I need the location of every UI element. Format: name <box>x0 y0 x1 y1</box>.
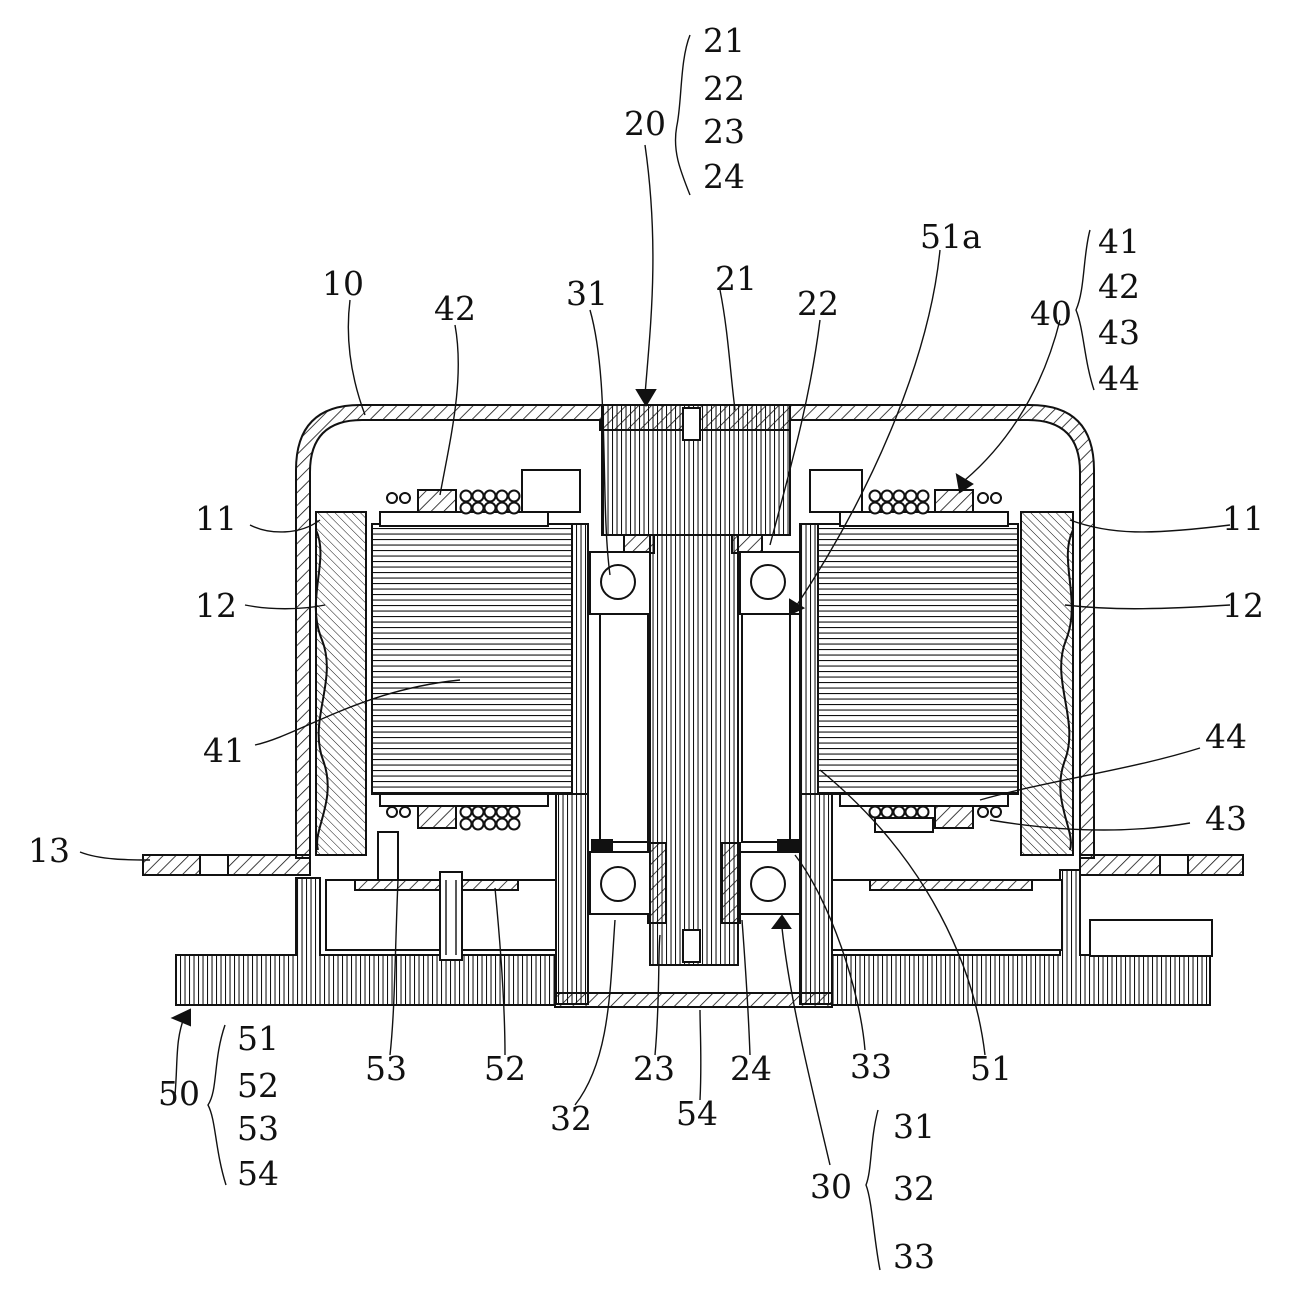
label-23-group: 23 <box>703 112 745 151</box>
label-41: 41 <box>203 731 245 770</box>
label-41-group: 41 <box>1098 222 1140 261</box>
label-53: 53 <box>365 1049 407 1088</box>
coil-upper-left <box>386 489 521 515</box>
lower-bearing-right <box>739 851 801 915</box>
lower-bearing-left <box>589 851 651 915</box>
label-30: 30 <box>810 1167 852 1206</box>
label-42-group: 42 <box>1098 267 1140 306</box>
reference-labels: 10 11 11 12 12 13 20 21 22 23 24 21 22 3… <box>28 21 1264 1276</box>
label-13: 13 <box>28 831 70 870</box>
label-31-group: 31 <box>893 1107 935 1146</box>
label-23: 23 <box>633 1049 675 1088</box>
leader-lines <box>79 34 1231 1271</box>
rotor-housing <box>142 404 1244 876</box>
label-51: 51 <box>970 1049 1012 1088</box>
magnets <box>314 511 1074 856</box>
upper-bearing-right <box>739 551 801 615</box>
label-54-group: 54 <box>237 1154 279 1193</box>
label-21-group: 21 <box>703 21 745 60</box>
label-12-right: 12 <box>1222 586 1264 625</box>
label-10: 10 <box>322 264 364 303</box>
label-43: 43 <box>1205 799 1247 838</box>
label-44-group: 44 <box>1098 359 1140 398</box>
base <box>175 831 1213 1008</box>
label-44: 44 <box>1205 717 1247 756</box>
coil-lower-left <box>386 805 521 831</box>
shaft <box>601 404 791 966</box>
label-32-group: 32 <box>893 1169 935 1208</box>
label-24: 24 <box>730 1049 772 1088</box>
label-53-group: 53 <box>237 1109 279 1148</box>
label-51a: 51a <box>920 217 982 256</box>
label-32: 32 <box>550 1099 592 1138</box>
stator <box>371 469 1019 833</box>
label-24-group: 24 <box>703 157 745 196</box>
coil-lower-right <box>868 805 1002 819</box>
bearing-housing-walls <box>555 793 833 1005</box>
label-51-group: 51 <box>237 1019 279 1058</box>
label-20: 20 <box>624 104 666 143</box>
label-43-group: 43 <box>1098 313 1140 352</box>
arrowheads <box>170 389 974 1027</box>
label-22-group: 22 <box>703 69 745 108</box>
label-40: 40 <box>1030 294 1072 333</box>
label-52-group: 52 <box>237 1066 279 1105</box>
label-52: 52 <box>484 1049 526 1088</box>
label-54: 54 <box>676 1094 718 1133</box>
coil-upper-right <box>868 489 1002 515</box>
label-50: 50 <box>158 1074 200 1113</box>
label-11-right: 11 <box>1222 499 1264 538</box>
label-31: 31 <box>566 274 608 313</box>
spacer-33 <box>591 613 799 853</box>
label-42: 42 <box>434 289 476 328</box>
label-22: 22 <box>797 284 839 323</box>
label-12-left: 12 <box>195 586 237 625</box>
label-11-left: 11 <box>195 499 237 538</box>
label-21: 21 <box>715 259 757 298</box>
label-33-group: 33 <box>893 1237 935 1276</box>
label-33: 33 <box>850 1047 892 1086</box>
upper-bearing-left <box>589 551 651 615</box>
